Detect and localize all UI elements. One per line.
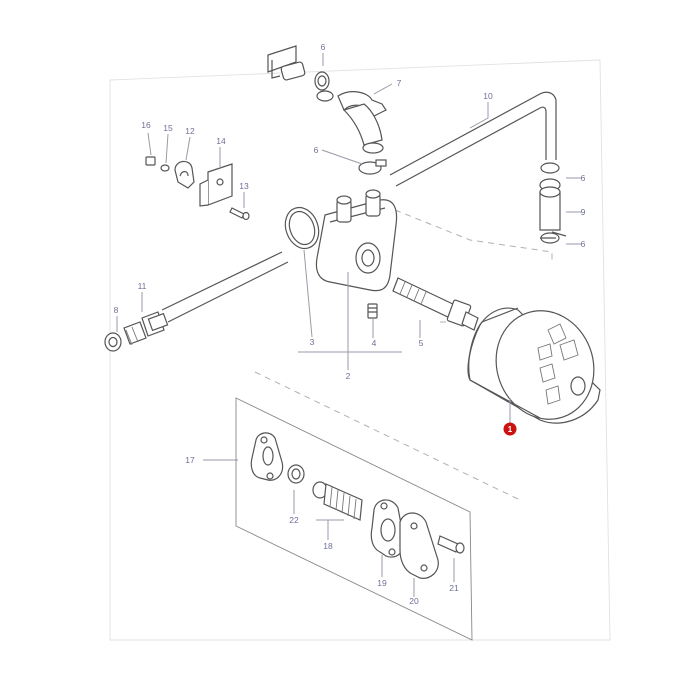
part-13-bolt — [229, 207, 250, 221]
part-11-adaptor — [123, 311, 169, 346]
label-3: 3 — [310, 337, 315, 347]
part-labels: 6 7 6 10 6 9 6 16 15 12 14 13 11 8 3 2 4… — [114, 42, 586, 606]
label-2: 2 — [346, 371, 351, 381]
label-6a: 6 — [321, 42, 326, 52]
part-6-mid-clamp — [358, 159, 387, 175]
label-6c: 6 — [581, 173, 586, 183]
label-6b: 6 — [314, 145, 319, 155]
part-9-hose-assembly — [539, 162, 567, 244]
label-12: 12 — [185, 126, 195, 136]
label-13: 13 — [239, 181, 249, 191]
label-22: 22 — [289, 515, 299, 525]
label-19: 19 — [377, 578, 387, 588]
part-1-oil-filter — [467, 307, 601, 424]
part-20-cover-plate — [399, 512, 439, 579]
part-16-nut — [145, 156, 156, 166]
part-4-small-plug — [367, 303, 378, 319]
label-10: 10 — [483, 91, 493, 101]
part-3-seal-ring — [284, 206, 320, 250]
part-7-hose — [337, 91, 387, 154]
part-5-threaded-stud — [392, 277, 479, 331]
label-18: 18 — [323, 541, 333, 551]
part-21-bolt — [437, 535, 465, 554]
part-12-p-clip — [174, 160, 195, 189]
label-20: 20 — [409, 596, 419, 606]
part-18-spring-valve — [312, 481, 363, 521]
part-17-kit-frame — [235, 397, 473, 641]
part-22-plug — [287, 464, 305, 484]
label-5: 5 — [419, 338, 424, 348]
part-6-top-fitting — [267, 45, 334, 102]
part-14-bracket — [199, 163, 233, 207]
part-2-cooler-housing — [315, 189, 398, 292]
label-6d: 6 — [581, 239, 586, 249]
label-7: 7 — [397, 78, 402, 88]
label-9: 9 — [581, 207, 586, 217]
part-10-pipe — [389, 91, 557, 187]
leader-lines — [116, 53, 582, 597]
label-11: 11 — [138, 281, 147, 291]
label-16: 16 — [141, 120, 151, 130]
kit-gasket-left — [250, 432, 284, 481]
label-8: 8 — [114, 305, 119, 315]
callout-part-1[interactable]: 1 — [503, 422, 517, 436]
part-19-gasket — [370, 499, 405, 558]
label-17: 17 — [185, 455, 195, 465]
label-21: 21 — [449, 583, 459, 593]
pipe-to-housing — [161, 251, 289, 323]
background-frame — [109, 59, 611, 641]
label-1: 1 — [508, 425, 513, 434]
label-4: 4 — [372, 338, 377, 348]
label-15: 15 — [163, 123, 173, 133]
part-15-washer — [160, 164, 170, 172]
part-8-washer — [104, 332, 122, 352]
highlight-marker[interactable] — [503, 422, 517, 436]
label-14: 14 — [216, 136, 226, 146]
